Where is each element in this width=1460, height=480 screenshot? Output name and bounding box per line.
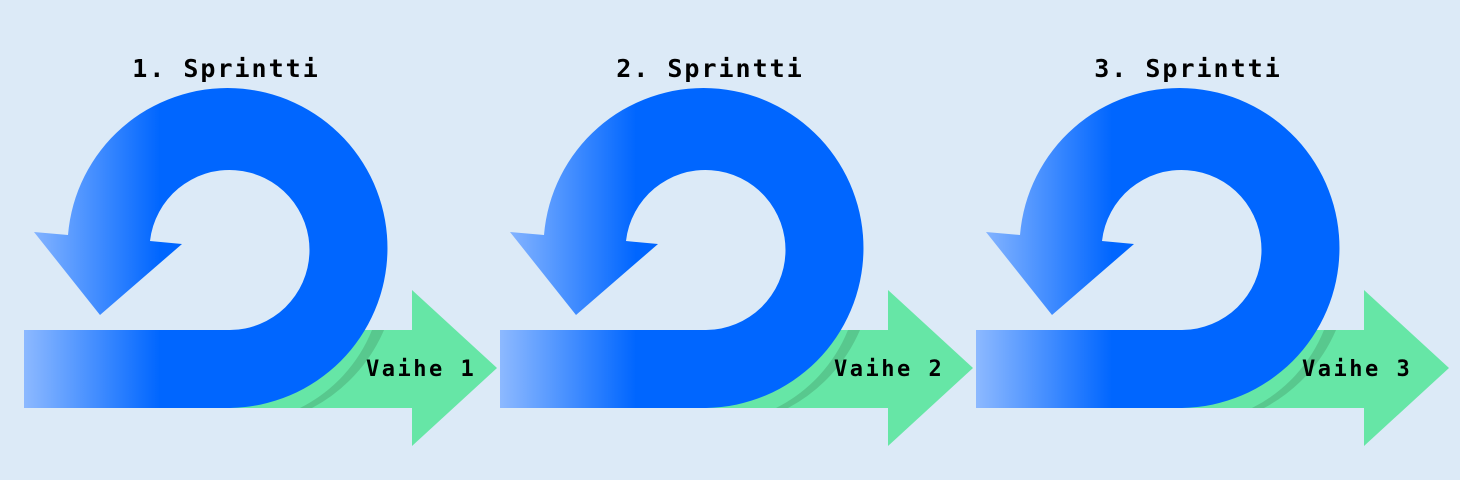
sprint-2: Vaihe 2 2. Sprintti — [476, 0, 973, 480]
sprint-3-graphic: Vaihe 3 — [976, 88, 1449, 446]
phase-arrow-shadow — [1252, 330, 1336, 408]
phase-arrow-shadow — [776, 330, 860, 408]
sprint-title: 2. Sprintti — [616, 54, 804, 83]
phase-label: Vaihe 1 — [366, 357, 476, 382]
sprint-1: Vaihe 1 1. Sprintti — [0, 0, 497, 480]
loop-arrow-icon — [500, 88, 864, 408]
sprint-2-graphic: Vaihe 2 — [500, 88, 973, 446]
loop-arrow-icon — [976, 88, 1340, 408]
sprint-3: Vaihe 3 3. Sprintti — [952, 0, 1449, 480]
sprint-title: 1. Sprintti — [132, 54, 320, 83]
sprint-title: 3. Sprintti — [1094, 54, 1282, 83]
loop-arrow-icon — [24, 88, 388, 408]
phase-arrow-icon — [706, 290, 973, 446]
phase-label: Vaihe 2 — [834, 357, 944, 382]
phase-arrow-icon — [1182, 290, 1449, 446]
phase-arrow-shadow — [300, 330, 384, 408]
phase-arrow-icon — [230, 290, 497, 446]
sprint-1-graphic: Vaihe 1 — [24, 88, 497, 446]
phase-label: Vaihe 3 — [1302, 357, 1412, 382]
